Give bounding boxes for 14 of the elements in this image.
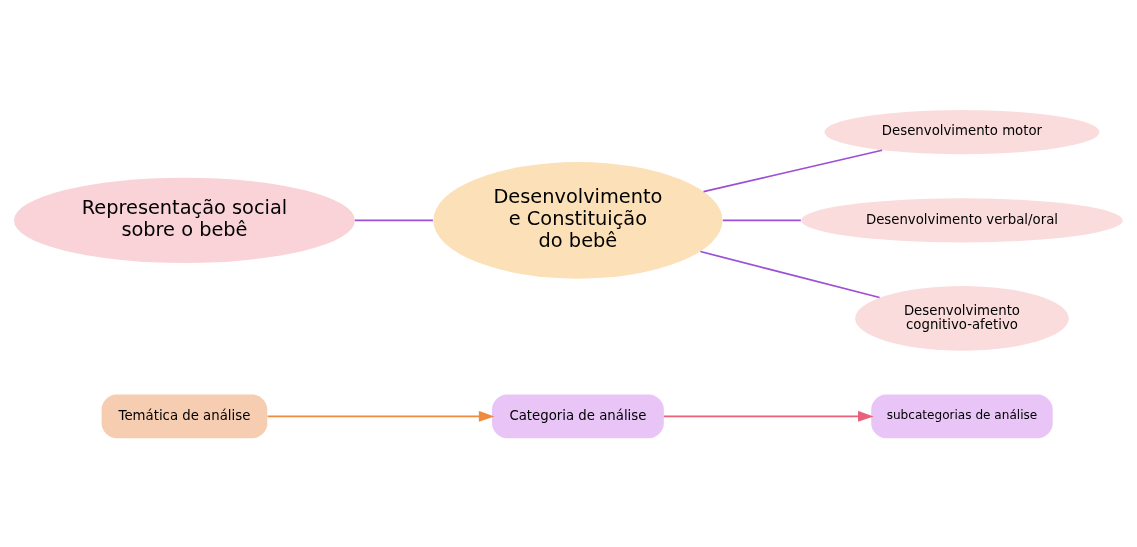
node-ellipse: Desenvolvimento verbal/oral (801, 197, 1123, 242)
node-box: subcategorias de análise (871, 394, 1053, 438)
node-ellipse: Desenvolvimento motor (824, 109, 1100, 154)
node-ellipse: Desenvolvimento cognitivo-afetivo (855, 285, 1069, 351)
arrow (266, 410, 495, 422)
node-box: Temática de análise (101, 394, 268, 438)
node-box: Categoria de análise (492, 394, 664, 438)
node-ellipse: Desenvolvimento e Constituição do bebê (433, 161, 723, 279)
node-ellipse: Representação social sobre o bebê (13, 177, 355, 263)
connector (702, 148, 883, 192)
connector (699, 250, 881, 298)
connector (722, 219, 802, 221)
arrow (662, 410, 874, 422)
connector (354, 219, 434, 221)
